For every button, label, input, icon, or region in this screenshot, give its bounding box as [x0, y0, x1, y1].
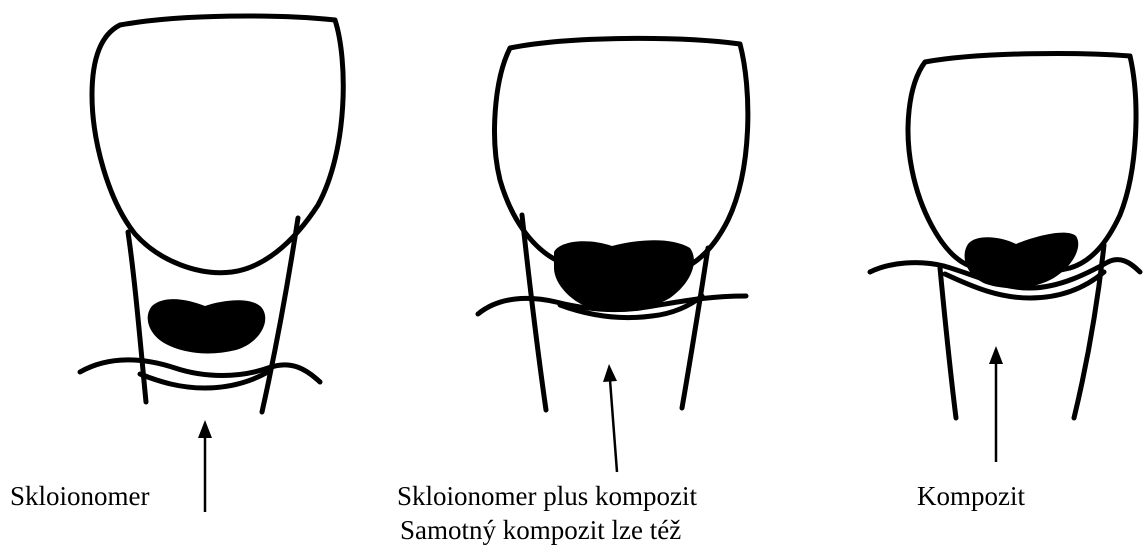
tooth-kompozit [870, 54, 1140, 418]
label-skloionomer-plus-kompozit: Skloionomer plus kompozit [397, 483, 697, 510]
label-kompozit: Kompozit [917, 483, 1025, 510]
tooth-skloionomer-plus-kompozit [478, 38, 748, 410]
label-samotny-kompozit: Samotný kompozit lze též [400, 517, 681, 544]
arrow-skloionomer [198, 420, 212, 512]
tooth-3-filling [965, 233, 1079, 288]
arrow-3-head [989, 346, 1003, 364]
tooth-1-filling [148, 299, 266, 353]
arrow-1-head [198, 420, 212, 438]
tooth-1-gum-line-upper [80, 360, 320, 382]
arrow-skloionomer-plus-kompozit [603, 364, 617, 472]
arrow-kompozit [989, 346, 1003, 462]
label-skloionomer: Skloionomer [10, 483, 150, 510]
tooth-3-root-left [940, 268, 956, 418]
arrow-2-shaft [610, 380, 617, 472]
arrow-2-head [603, 364, 617, 382]
tooth-3-crown [908, 54, 1136, 275]
tooth-2-crown [495, 38, 748, 273]
